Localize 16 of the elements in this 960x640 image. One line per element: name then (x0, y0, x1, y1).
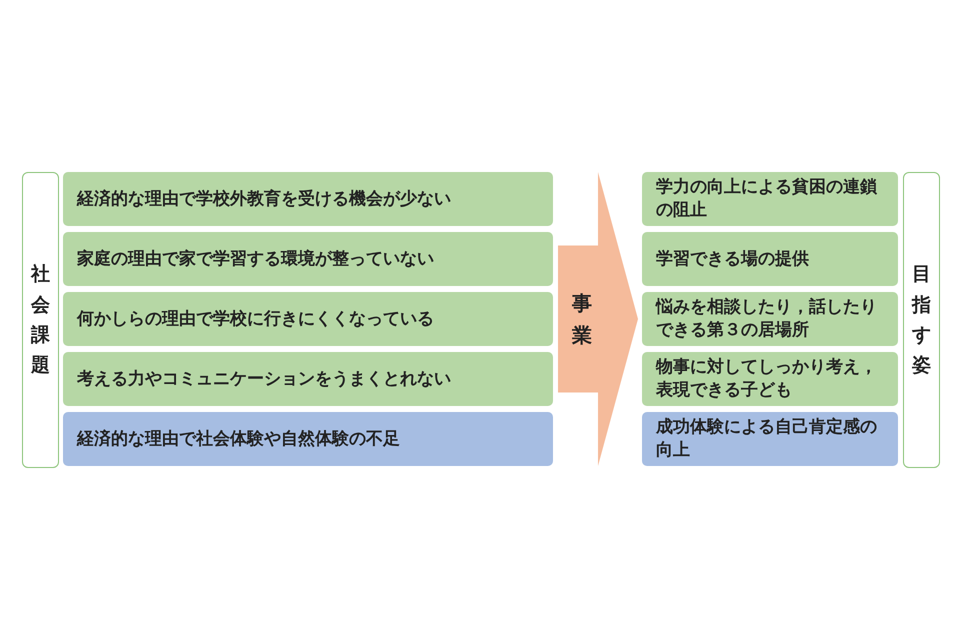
process-label: 事業 (571, 290, 593, 349)
category-label-box (903, 172, 940, 468)
goal-box: 学力の向上による貧困の連鎖の阻止 (642, 172, 898, 226)
goal-box: 悩みを相談したり，話したりできる第３の居場所 (642, 292, 898, 346)
process-arrow (558, 172, 638, 466)
issue-box: 経済的な理由で学校外教育を受ける機会が少ない (63, 172, 553, 226)
category-label: 目指す姿 (912, 262, 932, 378)
goal-box: 成功体験による自己肯定感の向上 (642, 412, 898, 466)
issue-box: 何かしらの理由で学校に行きにくくなっている (63, 292, 553, 346)
goal-box: 学習できる場の提供 (642, 232, 898, 286)
issue-box: 経済的な理由で社会体験や自然体験の不足 (63, 412, 553, 466)
goal-box: 物事に対してしっかり考え，表現できる子ども (642, 352, 898, 406)
issue-box: 考える力やコミュニケーションをうまくとれない (63, 352, 553, 406)
category-label: 社会課題 (30, 262, 50, 378)
category-label-box (22, 172, 59, 468)
issue-box: 家庭の理由で家で学習する環境が整っていない (63, 232, 553, 286)
